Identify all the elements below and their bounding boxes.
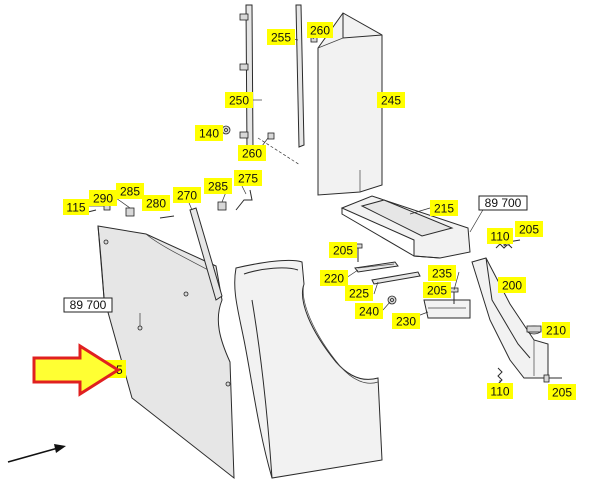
callout-label: 200: [502, 279, 522, 293]
callout-label: 280: [146, 197, 166, 211]
callout-label: 205: [333, 244, 353, 258]
callout-box: [329, 242, 357, 258]
rear-panel-245: [317, 12, 383, 196]
callout-box: [238, 145, 266, 161]
callout-label: 245: [381, 94, 401, 108]
left-side-panel: [97, 225, 235, 480]
callout-box: [548, 384, 576, 400]
bracket-225: [371, 271, 421, 285]
callout-label: 275: [238, 172, 258, 186]
callout-label: 255: [271, 31, 291, 45]
callout-label: 220: [324, 272, 344, 286]
callout-label: 260: [310, 24, 330, 38]
clip-285-right: [217, 201, 227, 211]
callout-box: [428, 265, 456, 281]
callout-box: [355, 303, 383, 319]
callout-box: [142, 195, 170, 211]
callout-box: [89, 190, 117, 206]
support-strip-270: [189, 207, 223, 301]
callout-label: 250: [229, 94, 249, 108]
callout-label: 205: [552, 386, 572, 400]
callout-label: 260: [242, 147, 262, 161]
callout-label: 285: [208, 180, 228, 194]
callout-box: [430, 200, 458, 216]
callout-box: [498, 277, 526, 293]
curved-front-cover: [234, 259, 383, 479]
callout-box: [487, 228, 513, 244]
screw-205-lower: [543, 374, 562, 383]
bracket-275: [235, 189, 253, 211]
callout-label: 205: [519, 223, 539, 237]
reference-label: 89 700: [485, 196, 522, 210]
callout-box: [195, 125, 223, 141]
callout-label: 290: [93, 192, 113, 206]
side-trim-200: [471, 257, 549, 379]
bracket-230: [423, 299, 471, 319]
callout-label: 110: [490, 385, 509, 399]
callout-box: [392, 313, 420, 329]
callout-box: [345, 285, 373, 301]
callout-label: 240: [359, 305, 379, 319]
callout-box: [116, 183, 144, 199]
mounting-rail-250: [239, 4, 254, 153]
hardware-260: [267, 35, 318, 140]
callout-box: [487, 383, 513, 399]
direction-arrow: [7, 444, 66, 463]
callout-box: [515, 221, 543, 237]
callout-box: [225, 92, 253, 108]
callout-label: 235: [432, 267, 452, 281]
callout-labels: 260 255 250 245 140 260 115 290 285 280 270 285 275 2…: [63, 22, 576, 400]
callout-box: [423, 282, 451, 298]
callout-label: 285: [120, 185, 140, 199]
callout-box: [234, 170, 262, 186]
callout-label: 210: [546, 324, 566, 338]
callout-box: [377, 92, 405, 108]
callout-box: [173, 187, 201, 203]
callout-label: 230: [396, 315, 416, 329]
armrest-frame-215: [340, 195, 471, 259]
callout-label: 270: [177, 189, 197, 203]
reference-label: 89 700: [70, 298, 107, 312]
callout-label: 115: [66, 201, 85, 215]
callout-label: 225: [349, 287, 369, 301]
callout-label: 110: [490, 230, 509, 244]
callout-box: [542, 322, 570, 338]
callout-box: [267, 29, 295, 45]
reference-box: 89 700: [63, 297, 113, 313]
spring-110-lower: [497, 367, 503, 385]
callout-label: 205: [427, 284, 447, 298]
callout-box: [63, 199, 89, 215]
callout-box: [320, 270, 348, 286]
vertical-strip-255: [295, 4, 305, 148]
screw-280: [159, 215, 175, 219]
highlight-arrow: 05: [32, 343, 126, 397]
callout-label: 215: [434, 202, 454, 216]
clip-285-left: [125, 207, 135, 217]
bracket-220: [354, 261, 399, 273]
callout-box: [204, 178, 232, 194]
callout-box: [307, 22, 333, 38]
hardware-140: [221, 125, 231, 135]
callout-label: 140: [199, 127, 219, 141]
reference-box: 89 700: [478, 195, 528, 211]
cap-210: [526, 325, 542, 335]
